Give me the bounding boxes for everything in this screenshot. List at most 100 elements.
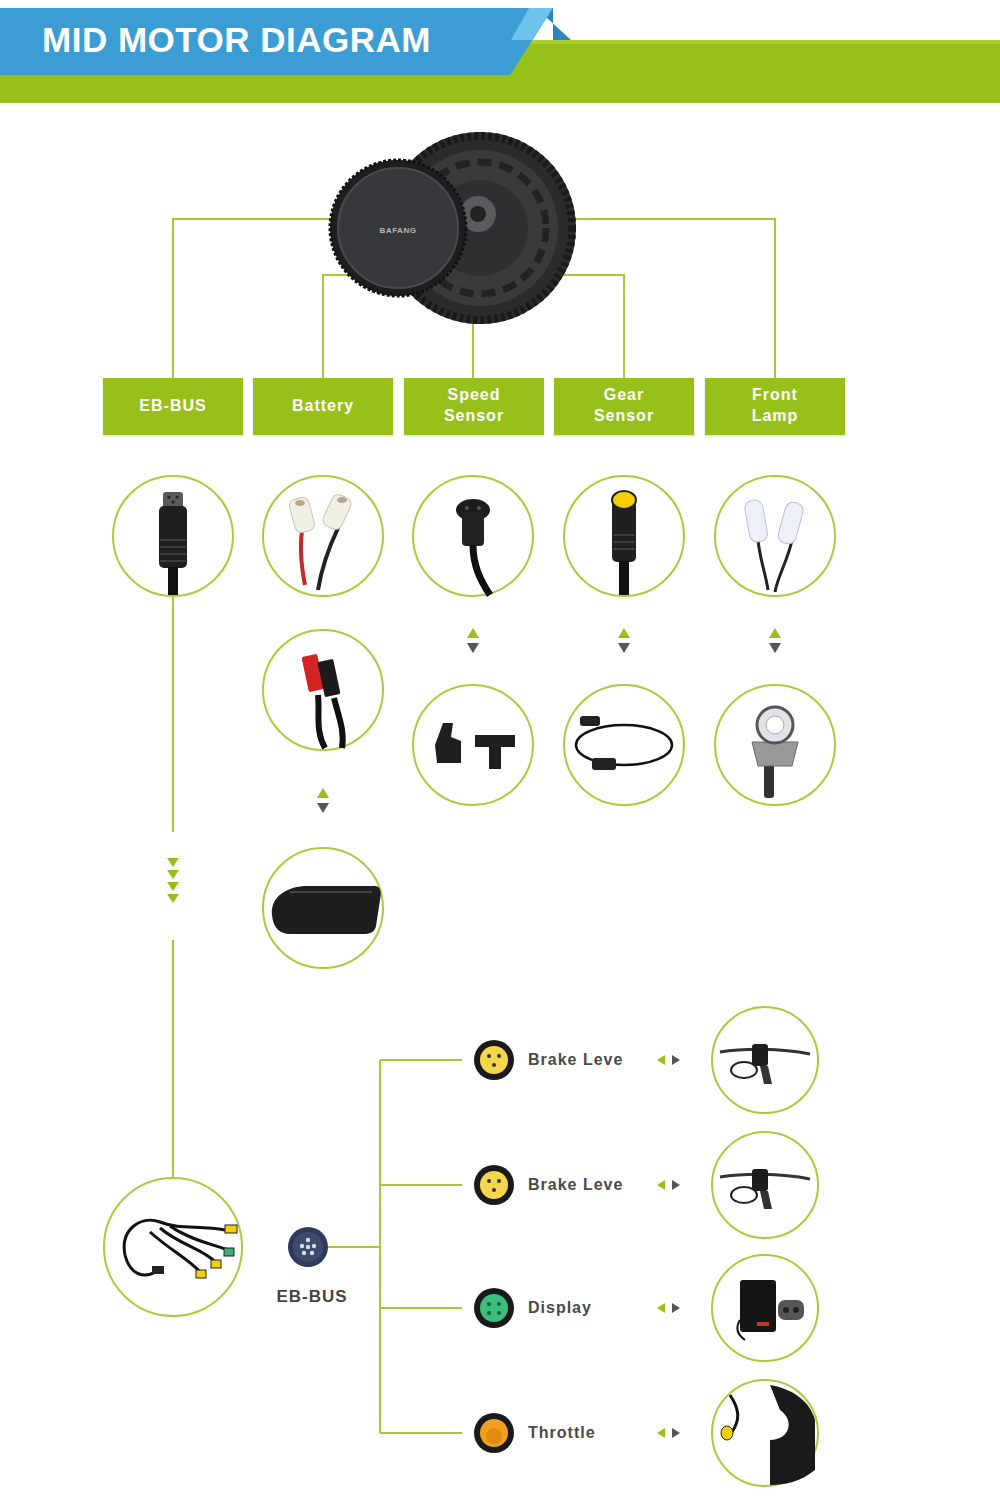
harness-illustration	[160, 1228, 215, 1262]
brake-lever	[760, 1066, 772, 1084]
photo-circle	[564, 476, 684, 596]
leader-line	[173, 219, 775, 1433]
gear-sensor-plug	[612, 491, 636, 595]
motor-illustration	[338, 168, 458, 288]
throttle-illustration	[721, 1426, 733, 1440]
battery-pack	[272, 886, 381, 934]
display-unit	[738, 1280, 804, 1340]
ebbus-connector-icon	[310, 1251, 314, 1255]
connector-icon	[497, 1302, 501, 1306]
ebbus-plug	[163, 492, 183, 508]
updown-arrow	[467, 643, 479, 653]
leader-line	[380, 1307, 462, 1309]
anderson-connector	[318, 695, 325, 748]
brand-mark: BAFANG	[380, 226, 417, 235]
connector-name: EB-BUS	[276, 1287, 347, 1307]
speed-sensor-part	[435, 723, 515, 769]
motor-illustration	[330, 160, 466, 296]
lamp-connector	[744, 499, 805, 592]
header-banner	[0, 8, 1000, 103]
connector-icon	[492, 1063, 496, 1067]
double-arrow	[657, 1055, 665, 1065]
leader-line	[328, 1246, 380, 1248]
ebbus-connector-icon	[288, 1227, 328, 1267]
double-arrow	[657, 1428, 665, 1438]
harness-connector	[196, 1270, 206, 1278]
connector-name: Brake Leve	[528, 1176, 623, 1194]
ebbus-connector-icon	[293, 1232, 323, 1262]
box-label: Battery	[292, 396, 354, 417]
double-arrow	[657, 1055, 680, 1438]
flow-chevron	[167, 870, 179, 879]
anderson-connector	[317, 659, 340, 698]
leader-line	[379, 1060, 381, 1433]
component-box: Front Lamp	[705, 378, 845, 435]
connector-icon	[480, 1171, 508, 1199]
flow-chevron	[167, 894, 179, 903]
harness-connector	[152, 1225, 237, 1278]
photo-circle	[715, 685, 835, 805]
photo-circle	[712, 1007, 818, 1113]
updown-arrow	[618, 628, 630, 638]
leader-line	[472, 318, 474, 378]
lamp-connector	[775, 540, 792, 592]
display-unit	[793, 1307, 799, 1313]
ebbus-connector-icon	[302, 1251, 306, 1255]
ebbus-connector-icon	[306, 1238, 310, 1242]
box-label: EB-BUS	[139, 396, 206, 417]
connector-name: Display	[528, 1299, 592, 1317]
updown-arrow	[317, 788, 329, 798]
connector-icon	[497, 1054, 501, 1058]
component-box: Speed Sensor	[404, 378, 544, 435]
bullet-connector	[301, 525, 305, 585]
lamp-connector	[777, 500, 805, 545]
header-banner	[511, 8, 553, 40]
double-arrow	[672, 1180, 680, 1190]
connector-icon	[497, 1311, 501, 1315]
harness-illustration	[170, 1226, 228, 1250]
connector-icon	[474, 1413, 514, 1453]
ebbus-plug	[160, 553, 186, 555]
lamp-illustration	[757, 707, 793, 743]
bullet-connector	[288, 492, 353, 590]
ebbus-plug	[167, 495, 170, 498]
connector-icon	[474, 1040, 514, 1080]
lamp-illustration	[752, 742, 798, 766]
speed-sensor-plug	[473, 545, 490, 595]
connector-icon	[480, 1419, 508, 1447]
double-arrow	[672, 1303, 680, 1313]
leader-line	[173, 219, 340, 378]
bullet-connector	[288, 496, 316, 534]
connector-icon	[480, 1294, 508, 1322]
motor-illustration	[330, 132, 576, 324]
photo-circle	[263, 476, 383, 596]
updown-arrow	[769, 643, 781, 653]
brake-lever	[720, 1044, 810, 1209]
bullet-connector	[337, 497, 347, 503]
gear-sensor-plug	[612, 491, 636, 509]
connector-icon	[474, 1288, 514, 1328]
ebbus-connector-icon	[306, 1245, 310, 1249]
updown-arrow	[618, 643, 630, 653]
page-title: MID MOTOR DIAGRAM	[42, 22, 431, 57]
photo-circle	[712, 1380, 818, 1486]
speed-sensor-plug	[456, 499, 490, 595]
component-box: Battery	[253, 378, 393, 435]
motor-illustration	[338, 168, 458, 288]
leader-line	[380, 1059, 462, 1061]
ebbus-plug	[160, 540, 186, 561]
photo-circle	[113, 476, 233, 596]
photo-circle	[263, 848, 383, 968]
speed-sensor-plug	[462, 512, 484, 546]
battery-pack	[272, 886, 381, 934]
speed-sensor-part	[435, 723, 461, 763]
leader-line	[380, 1184, 462, 1186]
brake-lever	[731, 1187, 757, 1203]
ebbus-connector-icon	[288, 1227, 328, 1267]
connector-icon	[487, 1311, 491, 1315]
connector-icon	[480, 1046, 508, 1074]
harness-connector	[225, 1225, 237, 1233]
